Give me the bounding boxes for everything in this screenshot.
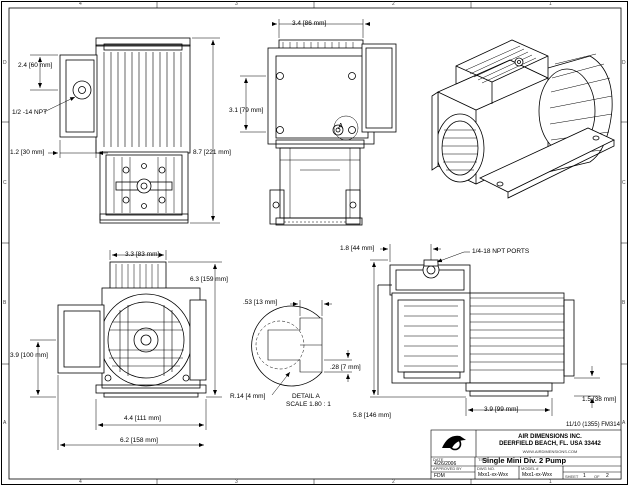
- dims-top-middle: [240, 19, 370, 133]
- edge-label: 4: [79, 1, 82, 7]
- view-top-middle: [267, 39, 397, 226]
- dim-label: 1.8 [44 mm]: [340, 245, 375, 252]
- company-logo: [442, 435, 466, 451]
- dim-label: 1.2 [30 mm]: [10, 149, 45, 156]
- dim-label: 6.2 [158 mm]: [120, 437, 158, 444]
- edge-label: 4: [79, 479, 82, 485]
- dim-label: R.14 [4 mm]: [230, 393, 266, 400]
- edge-label: 2: [392, 1, 395, 7]
- dwg-value: Mxx1-xx-Wxx: [478, 472, 508, 478]
- dim-label: 2.4 [60 mm]: [18, 62, 53, 69]
- approved-value: FDM: [434, 473, 445, 479]
- title-value: Single Mini Div. 2 Pump: [482, 456, 567, 465]
- edge-label: B: [622, 300, 626, 306]
- date-header: DATE: [433, 457, 444, 462]
- dim-label: .53 [13 mm]: [243, 299, 278, 306]
- edge-label: A: [3, 420, 7, 426]
- title-block: [430, 429, 622, 480]
- sheet-number: 1: [583, 473, 586, 479]
- approved-header: APPROVED BY: [433, 466, 462, 471]
- detail-scale: SCALE 1.80 : 1: [286, 401, 331, 408]
- sheet-total: 2: [606, 473, 609, 479]
- dims-top-left: [30, 37, 220, 224]
- dim-label: 3.4 [86 mm]: [292, 20, 327, 27]
- model-header: MODEL #: [521, 466, 539, 471]
- edge-label: D: [622, 60, 626, 66]
- revision-note: 11/10 (1355) FM314: [566, 422, 620, 428]
- dim-label: 5.8 [146 mm]: [353, 412, 391, 419]
- dim-label: 6.3 [159 mm]: [190, 276, 228, 283]
- edge-label: 2: [392, 479, 395, 485]
- dim-label: 8.7 [221 mm]: [193, 149, 231, 156]
- model-value: Mxx1-xx-Wxx: [522, 472, 552, 478]
- company-web: WWW.AIRDIMENSIONS.COM: [522, 449, 578, 454]
- dim-label: .28 [7 mm]: [330, 364, 361, 371]
- dim-label: 3.9 [99 mm]: [484, 406, 519, 413]
- date-value: 4/26/2006: [434, 461, 457, 467]
- title-header: TITLE: [478, 457, 489, 462]
- edge-label: B: [3, 300, 7, 306]
- ports-label: 1/4-18 NPT PORTS: [472, 248, 530, 255]
- company-address: DEERFIELD BEACH, FL. USA 33442: [499, 441, 601, 447]
- view-bottom-left: [57, 261, 207, 398]
- company-name: AIR DIMENSIONS INC.: [518, 434, 582, 440]
- view-top-left: [59, 37, 191, 224]
- dim-label: 3.3 [83 mm]: [125, 251, 160, 258]
- edge-label: C: [3, 180, 7, 186]
- dims-detail-a: [271, 300, 352, 396]
- edge-label: C: [622, 180, 626, 186]
- dwg-header: DWG NO.: [477, 466, 495, 471]
- edge-label: A: [622, 420, 626, 426]
- dim-label: 3.1 [79 mm]: [229, 107, 264, 114]
- sheet-label: SHEET: [565, 474, 579, 479]
- view-isometric: [431, 39, 615, 199]
- dim-label: 3.9 [100 mm]: [10, 352, 48, 359]
- dims-bottom-right: [370, 244, 600, 416]
- dim-label: 4.4 [111 mm]: [124, 415, 161, 422]
- sheet-of-label: OF: [594, 474, 600, 479]
- edge-label: 3: [235, 1, 238, 7]
- view-bottom-right: [377, 259, 575, 397]
- edge-label: 3: [235, 479, 238, 485]
- edge-label: 1: [549, 479, 552, 485]
- port-label: 1/2 -14 NPT: [12, 109, 48, 116]
- edge-label: D: [3, 60, 7, 66]
- view-detail-a: [251, 305, 323, 387]
- detail-title: DETAIL A: [292, 393, 320, 400]
- dim-label: 1.5 [38 mm]: [582, 396, 617, 403]
- detail-marker: A: [338, 122, 344, 131]
- dims-bottom-left: [30, 250, 222, 450]
- edge-label: 1: [549, 1, 552, 7]
